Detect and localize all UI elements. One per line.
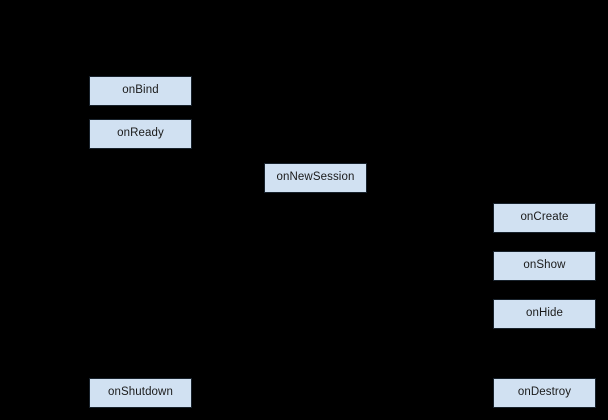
node-on-create-label: onCreate [520, 211, 569, 224]
node-on-destroy[interactable]: onDestroy [493, 378, 596, 408]
node-on-hide[interactable]: onHide [493, 299, 596, 329]
node-on-hide-label: onHide [525, 307, 564, 320]
node-on-new-session-label: onNewSession [276, 171, 355, 184]
node-on-new-session[interactable]: onNewSession [264, 163, 367, 193]
node-on-ready-label: onReady [117, 127, 164, 140]
node-on-ready[interactable]: onReady [89, 119, 192, 149]
node-on-bind[interactable]: onBind [89, 76, 192, 106]
node-on-shutdown[interactable]: onShutdown [89, 378, 192, 408]
node-on-create[interactable]: onCreate [493, 203, 596, 233]
node-on-shutdown-label: onShutdown [108, 386, 173, 399]
node-on-bind-label: onBind [122, 84, 159, 97]
node-on-show[interactable]: onShow [493, 251, 596, 281]
node-on-destroy-label: onDestroy [517, 386, 572, 399]
node-on-show-label: onShow [523, 259, 566, 272]
